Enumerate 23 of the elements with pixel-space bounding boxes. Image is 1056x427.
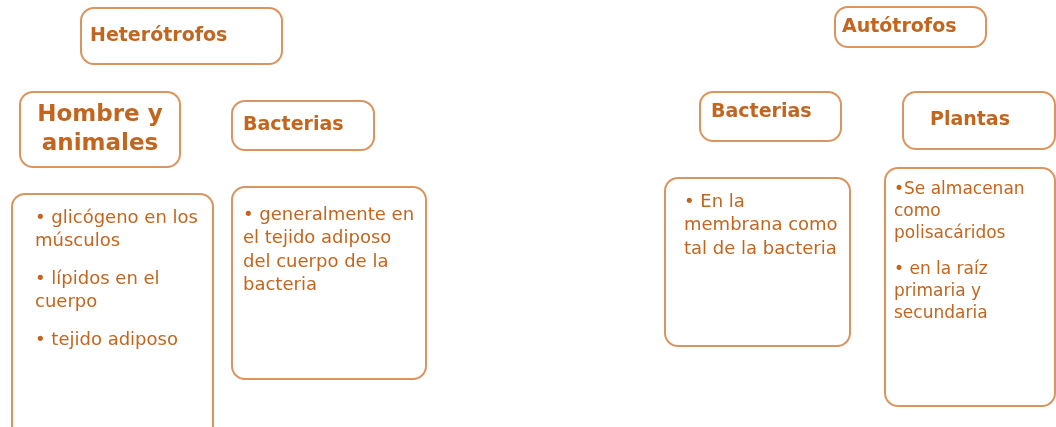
heading-text: Bacterias	[711, 99, 813, 123]
heading-box	[80, 7, 283, 65]
heading-text: Autótrofos	[842, 14, 958, 38]
note-text: • tejido adiposo	[35, 326, 179, 350]
note-text: • En la membrana como tal de la bacteria	[684, 189, 839, 260]
heading-text: Heterótrofos	[90, 23, 229, 47]
heading-text: Plantas	[930, 107, 1011, 131]
heading-text: Bacterias	[243, 112, 345, 136]
note-text: • en la raíz primaria y secundaria	[894, 257, 989, 324]
heading-box	[19, 91, 181, 168]
heading-text: Hombre y animales	[36, 99, 164, 157]
heading-box	[902, 91, 1056, 150]
heading-box	[231, 100, 375, 151]
note-text: • glicógeno en los músculos	[35, 205, 199, 252]
note-box	[664, 177, 851, 347]
heading-box	[699, 91, 842, 142]
heading-box	[834, 6, 987, 48]
note-box	[231, 186, 427, 380]
note-box	[11, 193, 214, 427]
note-text: • lípidos en el cuerpo	[35, 265, 161, 313]
note-text: •Se almacenan como polisacáridos	[894, 177, 1026, 244]
note-box	[884, 167, 1056, 407]
note-text: • generalmente en el tejido adiposo del cuerpo de la bacteria	[243, 202, 416, 296]
